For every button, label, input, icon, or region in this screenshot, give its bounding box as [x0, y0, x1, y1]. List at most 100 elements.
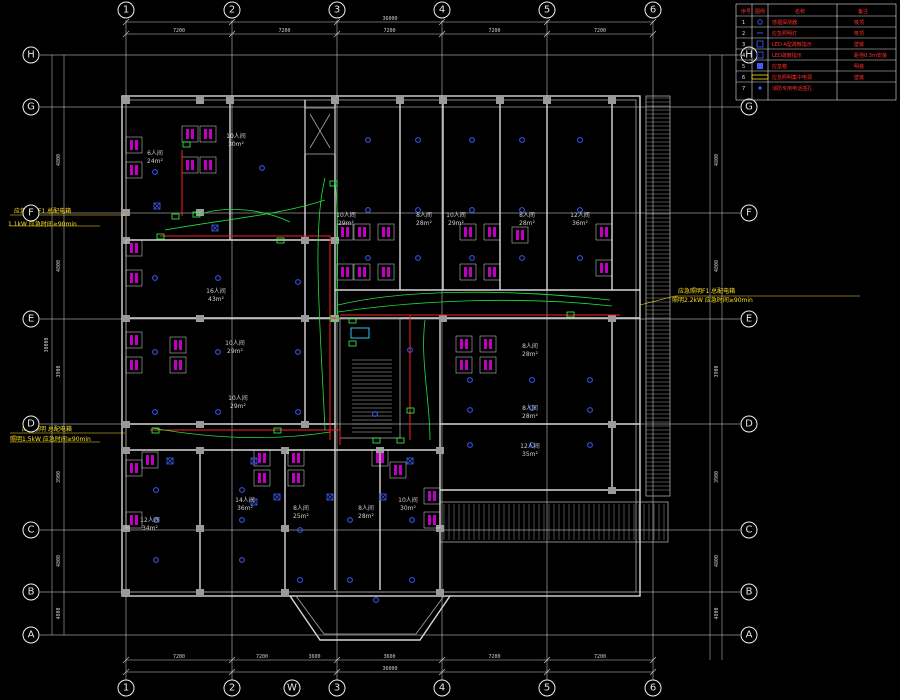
legend-row-number: 6	[742, 75, 745, 81]
toilet-fixture	[292, 473, 295, 483]
exit-sign-icon	[153, 202, 161, 210]
dimension-tick	[333, 30, 341, 38]
toilet-fixture	[428, 515, 431, 525]
exit-sign-frame	[273, 493, 281, 501]
toilet-fixture	[130, 335, 133, 345]
smoke-detector-icon	[372, 411, 378, 417]
grid-bubble	[740, 204, 758, 222]
dimension-text: 3900	[56, 471, 62, 483]
fixture-outline	[423, 511, 441, 529]
dimension-text: 7200	[256, 654, 268, 660]
toilet-fixture	[263, 473, 266, 483]
toilet-fixture	[297, 473, 300, 483]
toilet-fixture	[258, 453, 261, 463]
fixture-outline	[181, 125, 199, 143]
fixture-outline	[389, 461, 407, 479]
fixture-outline	[371, 449, 389, 467]
smoke-detector-icon	[519, 137, 525, 143]
telephone-jack-icon	[758, 86, 762, 90]
room-area: 30m²	[400, 505, 416, 512]
toilet-fixture	[605, 263, 608, 273]
grid-bubble-label: B	[28, 587, 35, 598]
toilet-fixture	[484, 339, 487, 349]
smoke-detector-icon	[153, 557, 159, 563]
green-wire	[337, 291, 611, 306]
room-label: 10人间	[225, 339, 245, 347]
dimension-text: 4800	[714, 154, 720, 166]
structural-column	[331, 237, 339, 244]
structural-column	[301, 237, 309, 244]
fixture-outline	[377, 263, 395, 281]
fixture-outline	[459, 263, 477, 281]
emergency-light	[348, 317, 357, 324]
room-area: 36m²	[572, 220, 588, 227]
emergency-equipment	[151, 141, 575, 506]
fixture-outline	[479, 356, 497, 374]
toilet-fixture	[191, 160, 194, 170]
grid-bubble-label: F	[746, 208, 752, 219]
smoke-detector-icon	[469, 207, 475, 213]
grid-bubble	[433, 1, 451, 19]
structural-column	[122, 315, 130, 322]
emergency-light	[151, 427, 160, 434]
structural-column	[331, 97, 339, 104]
legend-row-name: 应急照明灯	[772, 30, 797, 37]
exit-sign-icon	[250, 457, 258, 465]
toilet-fixture	[179, 360, 182, 370]
dimension-tick	[228, 18, 236, 26]
exit-sign-icon	[406, 457, 414, 465]
room-labels: 6人间24m²10人间30m²10人间29m²8人间28m²10人间29m²8人…	[140, 132, 590, 532]
grid-bubble-label: G	[745, 102, 753, 113]
fixture-outline	[377, 223, 395, 241]
smoke-detector-icon	[297, 577, 303, 583]
grid-bubble	[22, 46, 40, 64]
legend-row-name: 应急照明集中电源	[772, 74, 812, 81]
smoke-detector-icon	[415, 207, 421, 213]
columns	[122, 97, 616, 596]
grid-bubble	[22, 204, 40, 222]
structural-column	[196, 97, 204, 104]
fixture-outline	[253, 469, 271, 487]
dimension-text: 3900	[714, 365, 720, 377]
smoke-detector-icon	[415, 137, 421, 143]
room-label: 8人间	[519, 211, 535, 219]
smoke-detector-icon	[239, 517, 245, 523]
toilet-fixture	[464, 267, 467, 277]
dimension-tick	[649, 30, 657, 38]
grid-bubble-label: 4	[439, 5, 445, 16]
dimension-text: 3900	[714, 471, 720, 483]
dimension-text: 7200	[488, 28, 500, 34]
exit-sign-cross	[406, 457, 414, 465]
toilet-fixture	[209, 160, 212, 170]
grid-bubble-label: B	[746, 587, 753, 598]
grid-bubble	[117, 1, 135, 19]
toilet-fixture	[387, 227, 390, 237]
distribution-panel	[350, 327, 370, 339]
toilet-fixture	[151, 455, 154, 465]
smoke-detector-icon	[347, 577, 353, 583]
smoke-detector-icon	[153, 517, 159, 523]
dimension-tick	[122, 30, 130, 38]
grid-bubble-label: 5	[544, 683, 550, 694]
toilet-fixture	[484, 360, 487, 370]
smoke-detector-icon	[577, 137, 583, 143]
structural-column	[196, 589, 204, 596]
dimension-tick	[333, 18, 341, 26]
grid-bubble-label: G	[27, 102, 35, 113]
green-wire	[317, 177, 326, 431]
legend-header: 图例	[755, 8, 765, 15]
legend-row-name: 感烟探测器	[772, 19, 797, 26]
grid-bubble-label: H	[745, 50, 753, 61]
toilet-fixture	[394, 465, 397, 475]
emergency-light	[396, 437, 405, 444]
grid-bubble	[740, 583, 758, 601]
fixture-outline	[141, 451, 159, 469]
toilet-fixture	[469, 227, 472, 237]
grid-bubble-label: A	[28, 630, 35, 641]
smoke-detector-icon	[409, 577, 415, 583]
wiring	[150, 150, 620, 445]
annotation-text: 照明2.2kW 应急时间≥90min	[672, 296, 753, 304]
smoke-detector-icon	[467, 377, 473, 383]
dimension-tick	[543, 668, 551, 676]
